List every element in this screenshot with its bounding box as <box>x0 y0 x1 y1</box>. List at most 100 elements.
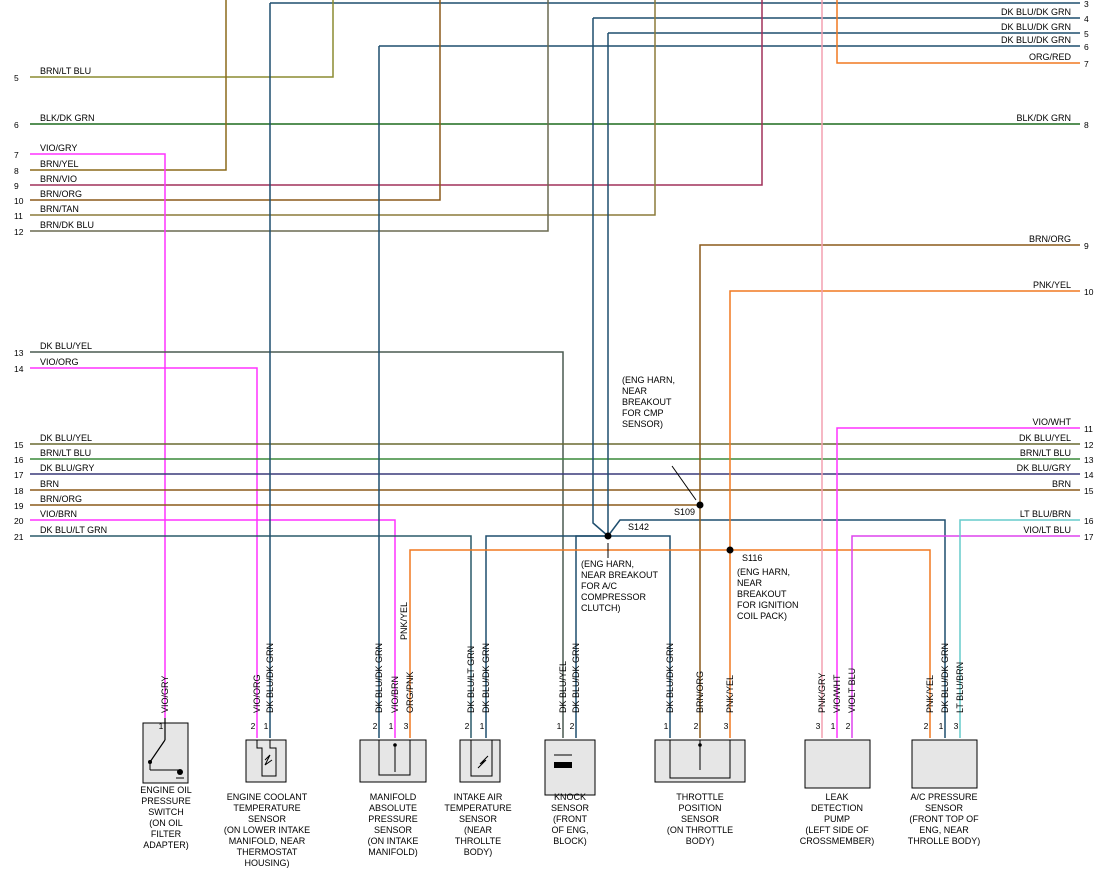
component-pin-number: 1 <box>939 721 944 731</box>
component-name-line: ABSOLUTE <box>369 803 417 813</box>
wire-l9 <box>30 0 763 186</box>
component-name-line: ADAPTER) <box>143 840 189 850</box>
knock-sensor-symbol <box>544 739 596 796</box>
left-wire-label: VIO/GRY <box>40 143 77 153</box>
component-name-line: FILTER <box>151 829 182 839</box>
component-name-line: CROSSMEMBER) <box>800 836 875 846</box>
component-wire-label: DK BLU/DK GRN <box>940 643 950 713</box>
component-name-line: KNOCK <box>554 792 586 802</box>
right-pin-number: 10 <box>1084 287 1094 297</box>
wire-l20 <box>30 519 396 738</box>
left-wire-label: DK BLU/YEL <box>40 341 92 351</box>
right-wire-label: ORG/RED <box>1029 52 1072 62</box>
component-pin-number: 1 <box>831 721 836 731</box>
component-name-line: BLOCK) <box>553 836 587 846</box>
left-pin-number: 9 <box>14 181 19 191</box>
component-name-line: PRESSURE <box>141 796 191 806</box>
left-pin-number: 20 <box>14 516 24 526</box>
component-name-line: BODY) <box>464 847 493 857</box>
component-name-line: OF ENG, <box>551 825 588 835</box>
wire-s142-tps <box>608 535 671 738</box>
right-pin-number: 12 <box>1084 440 1094 450</box>
left-wire-label: BRN/ORG <box>40 494 82 504</box>
component-wire-label: VIO/ORG <box>252 674 262 713</box>
left-wire-label: BRN/LT BLU <box>40 448 91 458</box>
component-pin-number: 1 <box>557 721 562 731</box>
right-pin-number: 11 <box>1084 424 1093 434</box>
wire-l5 <box>30 0 334 78</box>
leak-pump-symbol <box>804 739 871 789</box>
component-name-line: TEMPERATURE <box>233 803 300 813</box>
component-wire-label: BRN/ORG <box>695 671 705 713</box>
splice-s109-leader <box>671 465 697 501</box>
right-pin-number: 5 <box>1084 29 1089 39</box>
right-wire-label: BRN/LT BLU <box>1020 448 1071 458</box>
component-name-line: SENSOR <box>681 814 720 824</box>
splice-note-line: NEAR BREAKOUT <box>581 570 659 580</box>
splice-s109-label: S109 <box>674 507 695 517</box>
component-name-line: PRESSURE <box>368 814 418 824</box>
component-name-line: POSITION <box>678 803 721 813</box>
left-pin-number: 11 <box>14 211 23 221</box>
left-wire-label: BRN/LT BLU <box>40 66 91 76</box>
left-pin-number: 5 <box>14 73 19 83</box>
right-wire-label: BRN/ORG <box>1029 234 1071 244</box>
component-pin-number: 2 <box>251 721 256 731</box>
component-pin-number: 1 <box>264 721 269 731</box>
component-name-line: (FRONT <box>553 814 587 824</box>
component-name-line: SWITCH <box>148 807 184 817</box>
wire-l11 <box>30 0 656 216</box>
component-name-line: INTAKE AIR <box>454 792 503 802</box>
wire-dkblu-s142a <box>592 18 609 537</box>
left-wire-label: BRN/VIO <box>40 174 77 184</box>
wire-l12 <box>30 0 549 232</box>
component-name-line: MANIFOLD, NEAR <box>229 836 306 846</box>
splice-note-line: COMPRESSOR <box>581 592 647 602</box>
wire-s142-knock <box>575 535 608 738</box>
component-pin-number: 1 <box>159 721 164 731</box>
left-wire-label: BRN/TAN <box>40 204 79 214</box>
splice-note-line: FOR IGNITION <box>737 600 799 610</box>
component-wire-label: DK BLU/DK GRN <box>571 643 581 713</box>
left-wire-label: DK BLU/LT GRN <box>40 525 107 535</box>
splice-note-line: BREAKOUT <box>622 397 672 407</box>
wire-r16 <box>959 519 1080 738</box>
right-wire-label: DK BLU/DK GRN <box>1001 7 1071 17</box>
component-pin-number: 3 <box>404 721 409 731</box>
splice-s116-dot <box>726 546 734 554</box>
component-name-line: SENSOR <box>374 825 413 835</box>
left-pin-number: 21 <box>14 532 24 542</box>
component-name-line: (FRONT TOP OF <box>909 814 979 824</box>
component-wire-label: PNK/YEL <box>725 675 735 713</box>
component-name-line: THROLLTE <box>455 836 501 846</box>
wire-group <box>30 0 1080 738</box>
component-pin-number: 2 <box>846 721 851 731</box>
component-name-line: (LEFT SIDE OF <box>805 825 869 835</box>
wire-r10 <box>729 290 1080 738</box>
left-pin-number: 17 <box>14 470 24 480</box>
splice-note-line: (ENG HARN, <box>737 567 790 577</box>
right-wire-label: DK BLU/DK GRN <box>1001 22 1071 32</box>
ect-sensor-symbol <box>245 739 287 783</box>
component-name-line: (ON OIL <box>149 818 183 828</box>
component-name-line: THERMOSTAT <box>237 847 298 857</box>
right-pin-number: 15 <box>1084 486 1094 496</box>
splice-note-line: FOR CMP <box>622 408 664 418</box>
wire-l21 <box>30 535 472 738</box>
right-wire-label: BRN <box>1052 479 1071 489</box>
component-name-line: BODY) <box>686 836 715 846</box>
component-wire-label: DK BLU/LT GRN <box>466 646 476 713</box>
left-pin-number: 7 <box>14 150 19 160</box>
splice-s109-dot <box>696 501 704 509</box>
component-wire-label: VIO/WHT <box>832 674 842 713</box>
component-wire-label: VIO/GRY <box>160 676 170 713</box>
wire-l14 <box>30 367 258 738</box>
right-pin-number: 14 <box>1084 470 1094 480</box>
splice-note-line: BREAKOUT <box>737 589 787 599</box>
component-name-line: SENSOR <box>459 814 498 824</box>
right-wire-label: DK BLU/GRY <box>1017 463 1071 473</box>
